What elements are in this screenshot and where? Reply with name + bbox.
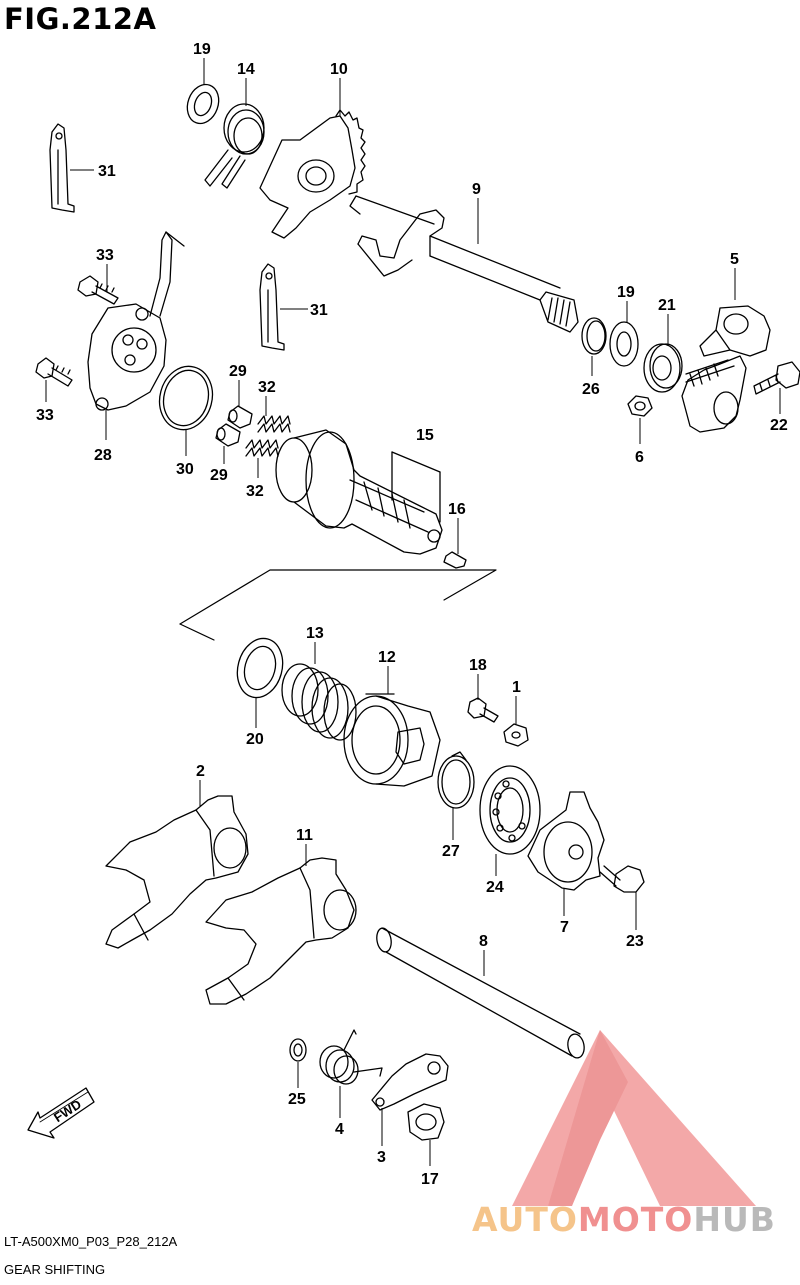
- watermark-triangle-logo: [512, 1030, 756, 1206]
- part-19-washer[interactable]: [182, 80, 224, 128]
- figure-subtitle: GEAR SHIFTING: [4, 1262, 106, 1277]
- callout-30: 30: [176, 461, 194, 478]
- callout-18: 18: [469, 657, 487, 674]
- callout-26: 26: [582, 381, 600, 398]
- part-17-bolt[interactable]: [407, 1103, 445, 1141]
- callout-25: 25: [288, 1091, 306, 1108]
- part-10-shift-arm[interactable]: [259, 109, 366, 239]
- callout-5: 5: [730, 251, 739, 268]
- part-27-circlip[interactable]: [437, 751, 475, 809]
- part-7-cam-gear[interactable]: [527, 791, 605, 891]
- part-31-clamp-lower[interactable]: [259, 263, 285, 351]
- callout-14: 14: [237, 61, 255, 78]
- part-19-washer-right[interactable]: [609, 321, 639, 367]
- part-13-spring[interactable]: [281, 663, 357, 741]
- part-30-o-ring[interactable]: [153, 360, 220, 435]
- figure-title: FIG.212A: [4, 2, 157, 36]
- callout-21: 21: [658, 297, 676, 314]
- part-25-washer[interactable]: [289, 1038, 307, 1062]
- part-24-bearing[interactable]: [479, 765, 541, 855]
- callout-7: 7: [560, 919, 569, 936]
- watermark-moto: MOTO: [577, 1200, 694, 1239]
- callout-9: 9: [472, 181, 481, 198]
- callout-23: 23: [626, 933, 644, 950]
- callout-32: 32: [246, 483, 264, 500]
- part-16-pin[interactable]: [443, 551, 467, 569]
- part-8-fork-shaft[interactable]: [375, 927, 586, 1059]
- part-28-cover[interactable]: [87, 231, 185, 411]
- part-23-bolt[interactable]: [599, 865, 645, 893]
- callout-6: 6: [635, 449, 644, 466]
- callout-31: 31: [310, 302, 328, 319]
- watermark-brand: AUTOMOTOHUB: [472, 1200, 776, 1239]
- callout-17: 17: [421, 1171, 439, 1188]
- part-6-nut[interactable]: [627, 395, 653, 417]
- callout-32: 32: [258, 379, 276, 396]
- part-20-washer[interactable]: [231, 633, 289, 702]
- callout-19: 19: [617, 284, 635, 301]
- callout-15: 15: [416, 427, 434, 444]
- part-18-bolt[interactable]: [467, 697, 499, 723]
- callout-13: 13: [306, 625, 324, 642]
- callout-31: 31: [98, 163, 116, 180]
- callout-11: 11: [296, 827, 313, 844]
- part-4-spring[interactable]: [319, 1029, 383, 1085]
- part-2-shift-fork[interactable]: [105, 795, 249, 949]
- part-33-bolt-upper[interactable]: [77, 275, 119, 305]
- part-33-bolt-lower[interactable]: [35, 357, 73, 387]
- part-11-shift-fork[interactable]: [205, 857, 357, 1005]
- part-26-circlip[interactable]: [581, 317, 607, 355]
- part-9-shift-shaft[interactable]: [349, 195, 579, 333]
- part-5-shift-lever[interactable]: [681, 305, 771, 433]
- callout-24: 24: [486, 879, 504, 896]
- callout-12: 12: [378, 649, 396, 666]
- callout-20: 20: [246, 731, 264, 748]
- callout-16: 16: [448, 501, 466, 518]
- part-15-shift-cam-drum[interactable]: [275, 429, 443, 555]
- part-22-bolt[interactable]: [753, 361, 800, 395]
- part-32-spring-lower[interactable]: [245, 439, 279, 457]
- watermark-hub: HUB: [693, 1200, 776, 1239]
- callout-29: 29: [210, 467, 228, 484]
- callout-19: 19: [193, 41, 211, 58]
- part-29-pin-upper[interactable]: [227, 405, 253, 429]
- callout-27: 27: [442, 843, 460, 860]
- leader-15-bracket-top: [391, 451, 441, 473]
- part-29-pin-lower[interactable]: [215, 423, 241, 447]
- callout-4: 4: [335, 1121, 344, 1138]
- part-31-clamp-upper[interactable]: [49, 123, 75, 213]
- callout-8: 8: [479, 933, 488, 950]
- callout-22: 22: [770, 417, 788, 434]
- callout-1: 1: [512, 679, 521, 696]
- callout-labels: 19 14 10 31 9 33 31 5 19 21 26 33 28 29 …: [36, 41, 788, 1188]
- callout-10: 10: [330, 61, 348, 78]
- callout-2: 2: [196, 763, 205, 780]
- part-21-oil-seal[interactable]: [643, 343, 683, 393]
- callout-29: 29: [229, 363, 247, 380]
- part-12-shift-cam[interactable]: [343, 693, 441, 787]
- part-1-nut[interactable]: [503, 723, 529, 747]
- callout-28: 28: [94, 447, 112, 464]
- part-3-stopper-arm[interactable]: [371, 1053, 449, 1111]
- fwd-arrow-icon: [27, 1087, 95, 1139]
- callout-3: 3: [377, 1149, 386, 1166]
- part-32-spring-upper[interactable]: [257, 415, 291, 433]
- figure-code: LT-A500XM0_P03_P28_212A: [4, 1234, 178, 1249]
- callout-33: 33: [96, 247, 114, 264]
- part-14-spring[interactable]: [204, 103, 265, 189]
- callout-33: 33: [36, 407, 54, 424]
- watermark-auto: AUTO: [472, 1200, 578, 1239]
